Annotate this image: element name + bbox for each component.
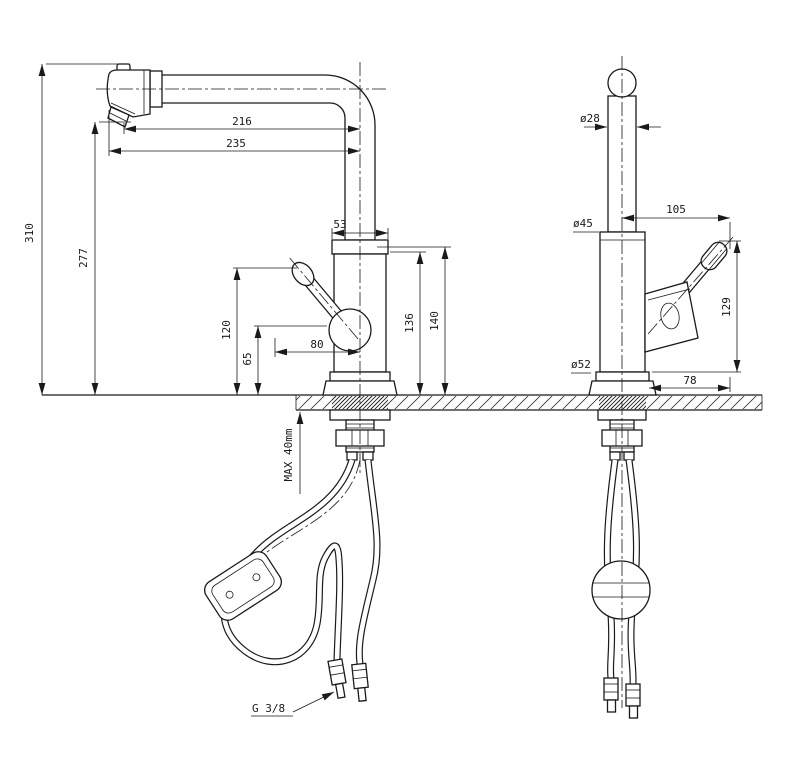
dim-53-label: 53 [333,218,346,231]
hose-fitting-front-left [327,658,347,699]
spout-arm [149,74,376,241]
dim-136-label: 136 [403,313,416,333]
countertop-deck [42,394,763,411]
dim-277-label: 277 [77,248,90,268]
hose-fitting-side-right [625,683,641,719]
dim-105: 105 [622,203,731,249]
dim-216: 216 [123,115,360,134]
dim-65: 65 [241,325,327,395]
dim-140-label: 140 [428,311,441,331]
dim-310: 310 [23,63,130,395]
dim-216-label: 216 [232,115,252,128]
front-view-faucet [106,63,398,702]
side-body [599,231,646,373]
dim-dia45: ø45 [573,217,599,233]
hose-weight [204,551,282,621]
dim-105-label: 105 [666,203,686,216]
dim-78: 78 [649,374,731,392]
dim-80: 80 [274,338,360,357]
dim-80-label: 80 [310,338,323,351]
dim-129-label: 129 [720,297,733,317]
note-max-thickness: MAX 40mm [282,412,304,494]
thread-label: G 3/8 [252,702,285,715]
side-spout-tube [607,95,637,233]
dim-235-label: 235 [226,137,246,150]
dia45-label: ø45 [573,217,593,230]
base-flange-side [588,380,657,396]
dia52-label: ø52 [571,358,591,371]
max-thickness-label: MAX 40mm [282,428,295,481]
hose-fitting-side-left [603,677,619,713]
note-thread: G 3/8 [251,691,335,717]
handle-joint-side [644,281,699,353]
spray-head [106,63,151,128]
gasket-side [599,396,646,409]
handle-lever-side [644,241,728,353]
dim-120-label: 120 [220,320,233,340]
dia28-label: ø28 [580,112,600,125]
hose-weight-side [591,560,651,620]
side-view-faucet [588,68,728,719]
supply-hoses-front [220,458,381,666]
dim-dia52: ø52 [571,358,591,374]
dim-53: 53 [331,218,389,239]
dim-120: 120 [220,267,297,395]
dim-136: 136 [390,251,426,395]
dim-235: 235 [108,110,360,156]
dim-65-label: 65 [241,352,254,365]
dim-310-label: 310 [23,223,36,243]
dim-277: 277 [77,121,131,395]
dim-140: 140 [377,246,451,395]
centerlines [96,56,734,708]
dim-78-label: 78 [683,374,696,387]
handle-knob-side [700,241,728,271]
dim-129: 129 [652,240,741,373]
dim-dia28: ø28 [580,112,661,131]
hose-fitting-front-right [351,662,369,702]
